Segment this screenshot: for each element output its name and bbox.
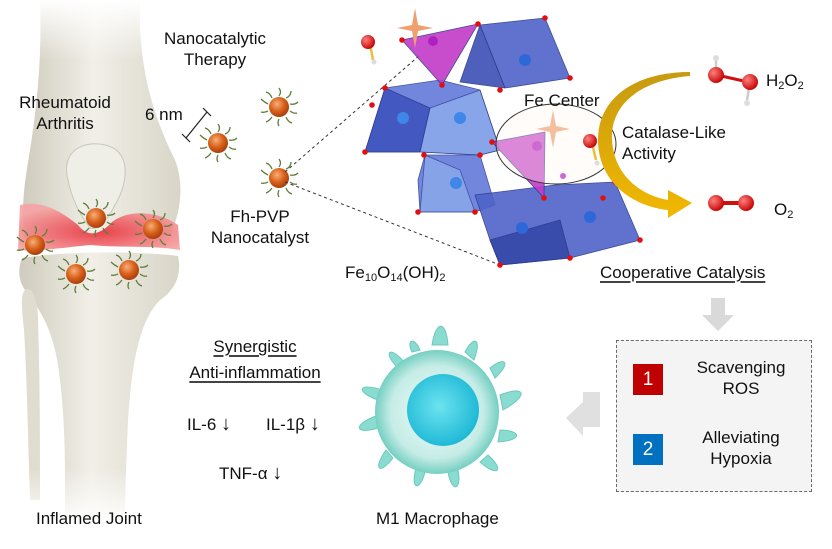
effect-1-badge: 1 <box>633 364 663 395</box>
macrophage-cell <box>358 325 522 488</box>
label-line: Hypoxia <box>710 449 772 468</box>
formula-subscript: 14 <box>390 272 403 284</box>
fe-center-label: Fe Center <box>524 91 600 110</box>
label-line: ROS <box>722 379 760 398</box>
label-line: Catalase-Like <box>622 123 726 142</box>
catalase-activity-label: Catalase-Like Activity <box>622 122 726 164</box>
sparkle-icon <box>397 8 570 148</box>
scale-bar <box>181 107 212 143</box>
down-arrow-icon: ↓ <box>221 413 232 435</box>
effect-2-label: Alleviating Hypoxia <box>681 427 801 469</box>
cytokine-name: TNF-α <box>219 464 268 483</box>
cytokine-il6: IL-6 ↓ <box>187 414 231 435</box>
label-line: Scavenging <box>696 358 786 377</box>
scale-bar-label: 6 nm <box>145 105 183 124</box>
cytokine-name: IL-6 <box>187 415 217 434</box>
cytokine-il1b: IL-1β ↓ <box>266 414 320 435</box>
flow-arrow-down <box>702 298 734 331</box>
label-line: Synergistic <box>213 337 297 356</box>
label-line: Therapy <box>183 50 247 69</box>
effect-2-badge: 2 <box>633 434 663 465</box>
label-line: Rheumatoid <box>19 93 111 112</box>
formula-subscript: 2 <box>787 209 794 221</box>
knee-joint-illustration <box>15 0 195 524</box>
formula-subscript: 2 <box>797 80 804 92</box>
label-line: Fh-PVP <box>230 207 290 226</box>
label-line: Anti-inflammation <box>189 363 321 382</box>
nanoparticle <box>199 123 238 163</box>
label-line: Activity <box>622 144 676 163</box>
o2-molecule <box>708 195 754 211</box>
nanocatalytic-therapy-label: Nanocatalytic Therapy <box>150 28 280 70</box>
down-arrow-icon: ↓ <box>309 413 320 435</box>
nanoparticle <box>260 158 299 198</box>
zoom-lines <box>284 54 501 266</box>
m1-macrophage-label: M1 Macrophage <box>376 509 499 528</box>
formula-subscript: 2 <box>778 80 785 92</box>
h2o2-label: H2O2 <box>766 70 804 92</box>
cytokine-tnfa: TNF-α ↓ <box>219 463 282 484</box>
formula-part: O <box>784 71 798 90</box>
nanocatalyst-label: Fh-PVP Nanocatalyst <box>200 206 320 248</box>
formula-part: Fe <box>345 263 365 282</box>
formula-part: H <box>766 71 779 90</box>
cytokine-name: IL-1β <box>266 415 306 434</box>
formula-part: O <box>377 263 391 282</box>
nanoparticle <box>260 87 299 127</box>
synergistic-heading: Synergistic Anti-inflammation <box>160 334 350 386</box>
crystal-structure <box>361 8 643 268</box>
formula-label: Fe10O14(OH)2 <box>345 262 446 284</box>
cooperative-catalysis-heading: Cooperative Catalysis <box>600 263 766 282</box>
catalase-arrow <box>598 72 692 218</box>
down-arrow-icon: ↓ <box>272 462 283 484</box>
effects-box: 1 Scavenging ROS 2 Alleviating Hypoxia <box>616 340 812 492</box>
inflamed-joint-label: Inflamed Joint <box>36 509 142 528</box>
o2-label: O2 <box>774 199 794 221</box>
label-line: Nanocatalyst <box>210 228 310 247</box>
h2o2-molecule <box>708 55 758 106</box>
formula-subscript: 2 <box>439 272 446 284</box>
label-line: Nanocatalytic <box>163 29 267 48</box>
label-line: Alleviating <box>702 428 780 447</box>
formula-part: O <box>774 200 788 219</box>
formula-subscript: 10 <box>364 272 378 284</box>
flow-arrow-left <box>566 392 600 436</box>
formula-part: (OH) <box>402 263 440 282</box>
effect-1-label: Scavenging ROS <box>681 357 801 399</box>
rheumatoid-arthritis-label: Rheumatoid Arthritis <box>0 92 130 134</box>
label-line: Arthritis <box>36 114 94 133</box>
